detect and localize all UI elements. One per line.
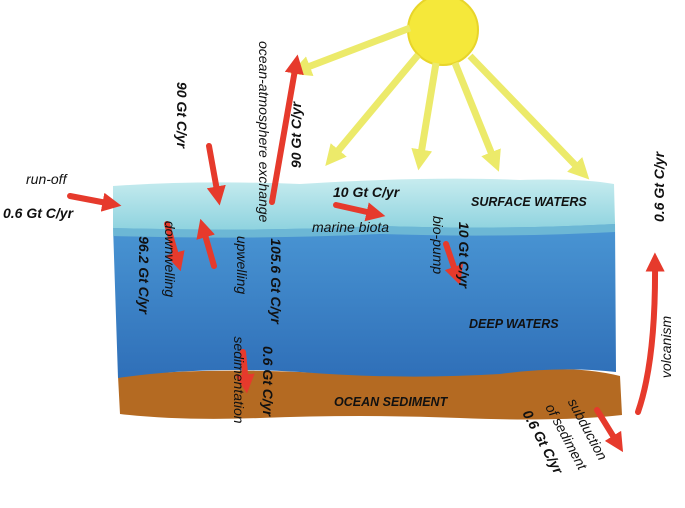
bio-pump-label: bio-pump [431, 215, 445, 275]
bio-pump-value: 10 Gt C/yr [457, 213, 471, 297]
runoff-value: 0.6 Gt C/yr [3, 206, 73, 220]
sedimentation-label: sedimentation [232, 328, 246, 432]
marine-biota-value: 10 Gt C/yr [333, 185, 399, 199]
downwelling-label: downwelling [163, 211, 177, 307]
ocean-atmosphere-label: ocean-atmosphere exchange [257, 41, 271, 209]
sun-ray [470, 56, 582, 172]
sun-ray [332, 55, 418, 158]
upwelling-label: upwelling [235, 223, 249, 307]
ocean-atmosphere-up-value: 90 Gt C/yr [289, 91, 303, 179]
marine-biota-label: marine biota [312, 220, 389, 234]
sedimentation-value: 0.6 Gt C/yr [261, 335, 275, 427]
ocean-sediment-label: OCEAN SEDIMENT [334, 396, 447, 409]
surface-waters-label: SURFACE WATERS [471, 196, 587, 209]
upwelling-value: 105.6 Gt C/yr [269, 227, 283, 335]
runoff-label: run-off [26, 172, 66, 186]
volcanism-arrow [638, 262, 655, 412]
volcanism-value: 0.6 Gt C/yr [652, 143, 666, 231]
sun-ray [420, 63, 436, 160]
sun-icon [408, 0, 478, 65]
runoff-arrow [70, 196, 112, 204]
ocean-atmosphere-down-value: 90 Gt C/yr [175, 71, 189, 159]
volcanism-label: volcanism [659, 311, 673, 383]
downwelling-value: 96.2 Gt C/yr [137, 227, 151, 323]
sun-ray [300, 28, 410, 70]
deep-waters-label: DEEP WATERS [469, 318, 559, 331]
deep-water-layer [113, 222, 616, 378]
